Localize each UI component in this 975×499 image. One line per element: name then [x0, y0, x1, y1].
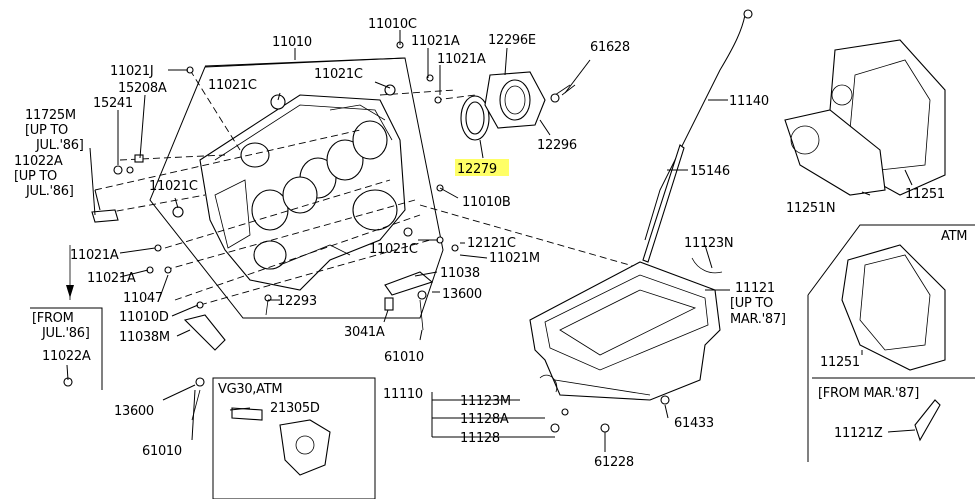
label-11021M[interactable]: 11021M — [489, 251, 540, 266]
label-11128[interactable]: 11128 — [460, 431, 500, 446]
label-11128A[interactable]: 11128A — [460, 412, 509, 427]
rear-plate-n-part[interactable] — [784, 109, 886, 196]
label-11251-atm[interactable]: 11251 — [820, 355, 860, 370]
label-11021C-mid[interactable]: 11021C — [208, 78, 257, 93]
label-12296E[interactable]: 12296E — [488, 33, 536, 48]
label-11110[interactable]: 11110 — [383, 387, 423, 402]
label-12121C[interactable]: 12121C — [467, 236, 516, 251]
label-11021A-left2[interactable]: 11021A — [87, 271, 136, 286]
label-12293[interactable]: 12293 — [277, 294, 317, 309]
oil-pan[interactable] — [529, 261, 721, 401]
label-vg30-atm: VG30,ATM — [218, 382, 282, 397]
label-13600-left[interactable]: 13600 — [114, 404, 154, 419]
label-61628[interactable]: 61628 — [590, 40, 630, 55]
label-11121Z[interactable]: 11121Z — [834, 426, 883, 441]
label-jul86-2: JUL.'86] — [25, 184, 74, 199]
cylinder-block[interactable] — [199, 94, 406, 291]
label-11021A-top[interactable]: 11021A — [411, 34, 460, 49]
label-11021C-top[interactable]: 11021C — [314, 67, 363, 82]
label-11251-top[interactable]: 11251 — [905, 187, 945, 202]
label-61433[interactable]: 61433 — [674, 416, 714, 431]
label-11021J[interactable]: 11021J — [110, 64, 154, 79]
label-11047[interactable]: 11047 — [123, 291, 163, 306]
label-15241[interactable]: 15241 — [93, 96, 133, 111]
label-11022A-top[interactable]: 11022A — [14, 154, 63, 169]
seal-retainer-part[interactable] — [484, 71, 546, 129]
label-11038M[interactable]: 11038M — [119, 330, 170, 345]
label-from-jul86-b: JUL.'86] — [41, 326, 90, 341]
label-upto-2: [UP TO — [14, 169, 57, 184]
label-11123N[interactable]: 11123N — [684, 236, 734, 251]
label-61010-left[interactable]: 61010 — [142, 444, 182, 459]
vg30-atm-box — [212, 377, 376, 499]
label-11021A-left1[interactable]: 11021A — [70, 248, 119, 263]
atm-box — [807, 224, 975, 296]
label-11010[interactable]: 11010 — [272, 35, 312, 50]
label-upto-1: [UP TO — [25, 123, 68, 138]
label-12296[interactable]: 12296 — [537, 138, 577, 153]
label-11140[interactable]: 11140 — [729, 94, 769, 109]
label-12279[interactable]: 12279 — [457, 162, 497, 177]
label-11251N[interactable]: 11251N — [786, 201, 836, 216]
label-11010C[interactable]: 11010C — [368, 17, 417, 32]
label-61228[interactable]: 61228 — [594, 455, 634, 470]
label-atm: ATM — [941, 229, 967, 244]
dipstick-tube-part[interactable] — [642, 144, 685, 263]
label-from-mar87: [FROM MAR.'87] — [818, 386, 919, 401]
oil-dipstick-part[interactable] — [644, 14, 746, 241]
label-3041A[interactable]: 3041A — [344, 325, 385, 340]
label-from-jul86: [FROM — [32, 311, 74, 326]
label-11021C-left[interactable]: 11021C — [149, 179, 198, 194]
label-jul86-1: JUL.'86] — [35, 138, 84, 153]
label-61010-mid[interactable]: 61010 — [384, 350, 424, 365]
label-11010D[interactable]: 11010D — [119, 310, 169, 325]
label-15146[interactable]: 15146 — [690, 164, 730, 179]
label-11725M[interactable]: 11725M — [25, 108, 76, 123]
label-21305D[interactable]: 21305D — [270, 401, 320, 416]
atm-plate-part[interactable] — [841, 244, 946, 371]
rear-oil-seal-part[interactable] — [460, 95, 490, 141]
label-11021A-top2[interactable]: 11021A — [437, 52, 486, 67]
label-11038[interactable]: 11038 — [440, 266, 480, 281]
oil-gauge-sensor-part[interactable] — [914, 399, 941, 442]
label-15208A[interactable]: 15208A — [118, 81, 167, 96]
label-11022A-bottom[interactable]: 11022A — [42, 349, 91, 364]
label-13600-mid[interactable]: 13600 — [442, 287, 482, 302]
label-upto-3: [UP TO — [730, 296, 773, 311]
label-11010B[interactable]: 11010B — [462, 195, 511, 210]
label-mar87: MAR.'87] — [730, 312, 786, 327]
label-11123M[interactable]: 11123M — [460, 394, 511, 409]
label-11021C-right[interactable]: 11021C — [369, 242, 418, 257]
from-jul86-box — [30, 307, 103, 390]
highlight-12279 — [455, 159, 509, 176]
label-11121[interactable]: 11121 — [735, 281, 775, 296]
water-pipe-part[interactable] — [231, 407, 331, 476]
